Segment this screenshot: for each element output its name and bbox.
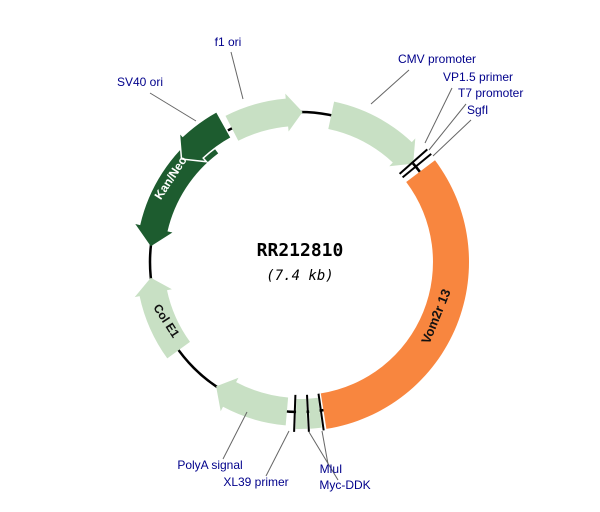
label-sv40-ori: SV40 ori bbox=[117, 75, 163, 89]
label-xl39-primer: XL39 primer bbox=[223, 475, 288, 489]
feature-f1-ori-arrow bbox=[225, 93, 303, 141]
feature-orf-arc bbox=[320, 160, 470, 429]
leader-sgfi bbox=[432, 119, 472, 157]
feature-tag-block-2 bbox=[295, 398, 308, 430]
leader-mlui bbox=[321, 430, 329, 465]
leader-t7-promoter bbox=[428, 103, 467, 151]
leader-sv40-ori bbox=[149, 92, 197, 122]
label-myc-ddk: Myc-DDK bbox=[319, 478, 370, 492]
leader-vp15-primer bbox=[424, 87, 453, 144]
label-f1-ori: f1 ori bbox=[215, 35, 242, 49]
label-mlui: MluI bbox=[320, 462, 343, 476]
leader-cmv-promoter bbox=[370, 69, 410, 105]
tick-mlui bbox=[317, 393, 325, 431]
label-vp15-primer: VP1.5 primer bbox=[443, 70, 513, 84]
leader-f1-ori bbox=[230, 51, 244, 100]
feature-polya-arrow bbox=[216, 377, 289, 426]
tick-tag-boundary-1 bbox=[306, 394, 310, 432]
tick-sgfi bbox=[401, 153, 432, 179]
tick-tag-boundary-2 bbox=[293, 394, 297, 432]
feature-sv40-ori-arrow bbox=[178, 110, 233, 163]
feature-cmv-promoter-arrow bbox=[328, 101, 416, 167]
label-sgfi: SgfI bbox=[467, 103, 488, 117]
feature-tag-block-1 bbox=[308, 397, 322, 429]
label-cmv-promoter: CMV promoter bbox=[398, 52, 476, 66]
plasmid-size: (7.4 kb) bbox=[266, 268, 333, 284]
leader-polya-signal bbox=[222, 411, 248, 460]
leader-xl39-primer bbox=[265, 430, 290, 477]
label-polya-signal: PolyA signal bbox=[177, 458, 242, 472]
plasmid-name: RR212810 bbox=[257, 240, 344, 261]
tick-vp15-t7 bbox=[398, 148, 428, 175]
leader-myc-ddk bbox=[308, 431, 339, 481]
feature-col-e1-arrow bbox=[134, 277, 190, 359]
label-t7-promoter: T7 promoter bbox=[458, 86, 523, 100]
